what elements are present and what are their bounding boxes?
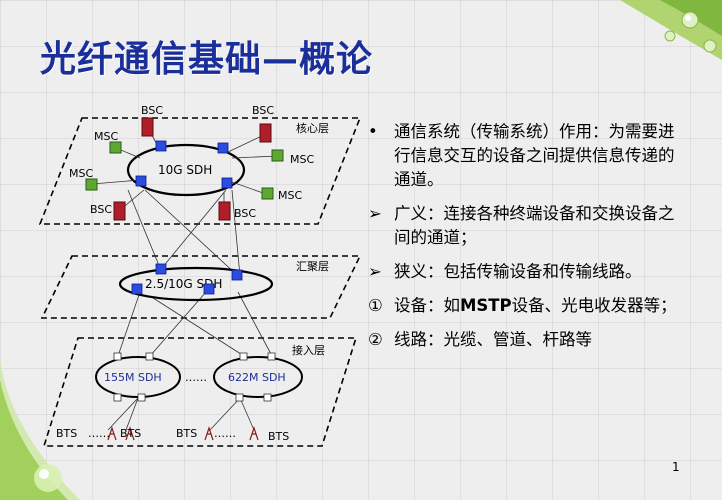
msc-node-group <box>85 141 284 200</box>
msc-label: MSC <box>290 153 314 166</box>
access-node <box>239 352 248 361</box>
msc-label: MSC <box>69 167 93 180</box>
bullet-marker: ➢ <box>368 262 382 281</box>
bts-ellipsis: …… <box>214 427 236 440</box>
access-node-group <box>113 352 276 402</box>
access-layer-box <box>42 337 358 447</box>
aggregation-layer-box <box>40 255 362 319</box>
bsc-label: BSC <box>90 203 112 216</box>
access-ring-right-label: 622M SDH <box>228 371 286 384</box>
access-node <box>145 352 154 361</box>
uplinks <box>107 189 273 431</box>
sdh-node-group <box>131 140 243 295</box>
bts-label: BTS <box>176 427 197 440</box>
msc-node <box>261 187 274 200</box>
bts-tower-icon <box>204 426 214 441</box>
bsc-node <box>113 201 126 221</box>
bullet-marker: ① <box>368 296 383 315</box>
bsc-label: BSC <box>252 104 274 117</box>
core-layer-label: 核心层 <box>296 121 329 135</box>
bullet-item: ② 线路：光缆、管道、杆路等 <box>368 328 688 352</box>
access-ring-right <box>213 356 303 398</box>
access-node <box>235 393 244 402</box>
bullet-text: 设备：如MSTP设备、光电收发器等； <box>394 294 688 318</box>
sdh-node <box>203 283 215 295</box>
bullet-text-bold: MSTP <box>460 296 512 315</box>
sdh-node <box>155 263 167 275</box>
aggregation-layer-label: 汇聚层 <box>296 260 329 273</box>
sdh-node <box>155 140 167 152</box>
bullet-marker: • <box>368 122 378 141</box>
bts-label: BTS <box>268 430 289 443</box>
bullet-item: ① 设备：如MSTP设备、光电收发器等； <box>368 294 688 318</box>
bullet-text: 狭义：包括传输设备和传输线路。 <box>394 262 642 281</box>
bullet-text: 通信系统（传输系统）作用：为需要进行信息交互的设备之间提供信息传递的通道。 <box>394 122 675 189</box>
msc-node <box>85 178 98 191</box>
access-node <box>263 393 272 402</box>
bsc-node <box>218 201 231 221</box>
page-number: 1 <box>672 460 680 474</box>
bsc-label: BSC <box>234 207 256 220</box>
sdh-node <box>135 175 147 187</box>
bullet-text-pre: 设备：如 <box>394 296 460 315</box>
bsc-node-group <box>113 117 272 221</box>
access-node <box>113 393 122 402</box>
msc-node <box>271 149 284 162</box>
access-node <box>137 393 146 402</box>
sdh-node <box>221 177 233 189</box>
bsc-node <box>141 117 154 137</box>
sdh-node <box>231 269 243 281</box>
decor-corner <box>620 0 722 60</box>
bts-tower-icon <box>107 426 117 441</box>
bsc-node <box>259 123 272 143</box>
core-ring <box>126 143 246 197</box>
access-ring-left-label: 155M SDH <box>104 371 162 384</box>
aggregation-ring <box>118 266 274 302</box>
bts-tower-icon <box>249 426 259 441</box>
bullet-text: 广义：连接各种终端设备和交换设备之间的通道； <box>394 204 675 247</box>
bullet-text: 线路：光缆、管道、杆路等 <box>394 330 592 349</box>
bullet-marker: ➢ <box>368 204 382 223</box>
bts-ellipsis: …… <box>88 427 110 440</box>
msc-label: MSC <box>94 130 118 143</box>
access-node <box>267 352 276 361</box>
bullet-text-post: 设备、光电收发器等； <box>511 296 677 315</box>
core-ring-label: 10G SDH <box>158 163 212 177</box>
sdh-node <box>131 283 143 295</box>
bullet-list: • 通信系统（传输系统）作用：为需要进行信息交互的设备之间提供信息传递的通道。 … <box>368 120 688 362</box>
bullet-item: ➢ 广义：连接各种终端设备和交换设备之间的通道； <box>368 202 688 250</box>
bts-label: BTS <box>120 427 141 440</box>
access-ring-ellipsis: …… <box>185 371 207 384</box>
bts-tower-group <box>107 426 259 441</box>
bullet-marker: ② <box>368 330 383 349</box>
aggregation-ring-label: 2.5/10G SDH <box>145 277 222 291</box>
msc-node <box>109 141 122 154</box>
decor-curve <box>0 360 80 500</box>
access-node <box>113 352 122 361</box>
access-layer-label: 接入层 <box>292 344 325 357</box>
bsc-label: BSC <box>141 104 163 117</box>
msc-label: MSC <box>278 189 302 202</box>
core-layer-box <box>38 117 362 225</box>
bullet-item: ➢ 狭义：包括传输设备和传输线路。 <box>368 260 688 284</box>
bullet-item: • 通信系统（传输系统）作用：为需要进行信息交互的设备之间提供信息传递的通道。 <box>368 120 688 192</box>
bts-label: BTS <box>56 427 77 440</box>
slide-title: 光纤通信基础—概论 <box>40 38 374 80</box>
sdh-node <box>217 142 229 154</box>
bts-tower-icon <box>125 426 135 441</box>
